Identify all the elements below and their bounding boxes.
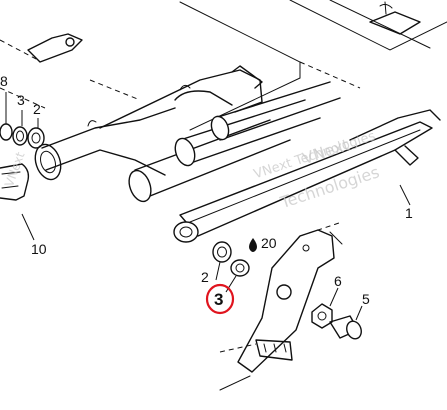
callout-20: 20	[261, 235, 277, 251]
tube-3-end	[210, 115, 230, 141]
tube-2-end	[174, 137, 196, 167]
frame-dashed-link	[299, 61, 361, 89]
boot-clamp-10	[0, 163, 30, 201]
bracket-bolt-hole	[65, 37, 75, 47]
hook-icon	[379, 1, 393, 15]
tube-2-top	[179, 99, 306, 141]
lower-tab	[255, 339, 293, 361]
leader-10	[21, 213, 35, 241]
bracket-edge	[329, 231, 343, 245]
top-frame-rail	[289, 0, 447, 51]
leader-1	[399, 184, 411, 206]
oil-drop-icon	[249, 238, 257, 252]
nut-6-bore	[317, 311, 327, 321]
callout-8: 8	[0, 73, 8, 89]
tube-1-end	[128, 169, 152, 203]
frame-dashed-mid	[89, 79, 141, 101]
rail-pivot-boss	[173, 221, 199, 243]
bearing-2-right-bore	[217, 246, 227, 258]
callout-3-left: 3	[17, 92, 25, 108]
rail-pivot-bore	[179, 226, 193, 238]
upper-bracket-plate	[27, 33, 83, 63]
bracket-hole-top	[302, 244, 310, 252]
bracket-bore	[276, 284, 292, 300]
callout-6: 6	[334, 273, 342, 289]
yoke-tube-top	[41, 107, 176, 149]
yoke-pivot-bore	[40, 150, 56, 174]
seal-3-right	[230, 259, 250, 277]
bearing-2-right	[212, 241, 232, 263]
highlight-ring	[205, 283, 235, 315]
callout-10: 10	[31, 241, 47, 257]
crossmember-saddle	[174, 90, 233, 106]
callout-5: 5	[362, 291, 370, 307]
tube-3-bottom	[219, 97, 341, 141]
leader-5	[355, 305, 363, 321]
tube-1-bottom	[139, 139, 291, 201]
lower-dashed	[219, 343, 257, 353]
bearing-2-left-bore	[31, 132, 41, 144]
nut-6	[311, 303, 333, 329]
rail-gusset	[349, 109, 441, 141]
crossmember-top	[99, 69, 263, 129]
yoke-tube-bottom	[45, 149, 166, 176]
tube-3-top	[214, 81, 331, 119]
seal-3-right-bore	[235, 263, 245, 273]
bearing-2-left	[27, 127, 45, 149]
bracket-dashed	[299, 221, 343, 237]
callout-2-left: 2	[33, 101, 41, 117]
leader-3b	[225, 275, 237, 293]
seal-8	[0, 123, 13, 141]
seal-3-left-bore	[16, 130, 24, 142]
bolt-5-head	[346, 320, 362, 340]
rear-axle-tab	[394, 145, 419, 166]
leader-2b	[215, 261, 221, 281]
tube-2-bottom	[184, 117, 321, 166]
lower-frame-line	[219, 375, 251, 391]
leader-6	[329, 287, 339, 307]
seal-3-left	[12, 126, 28, 146]
frame-outline-lower	[189, 77, 301, 131]
top-bracket	[369, 11, 421, 35]
callout-2-right: 2	[201, 269, 209, 285]
clip-hook-icon	[87, 120, 97, 127]
callout-3-highlighted: 3	[214, 290, 224, 309]
crossmember-cap	[231, 65, 263, 89]
lower-tab-bolts	[263, 343, 287, 353]
boot-ribs	[1, 171, 21, 189]
side-rail-edge	[189, 129, 421, 223]
frame-dashed-left	[0, 39, 39, 61]
top-frame-rail-2	[329, 0, 431, 49]
tube-1-top	[134, 119, 271, 171]
clip-hook-icon-2	[179, 84, 191, 91]
callout-1: 1	[405, 205, 413, 221]
